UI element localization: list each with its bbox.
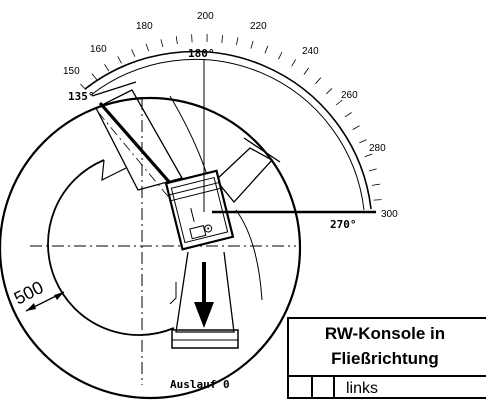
branch-upper-right-housing [215,147,274,203]
scale-tick [352,125,360,130]
scale-tick [303,67,309,75]
legend-header-box [287,317,486,377]
legend-title-line2: Fließrichtung [331,349,439,368]
scale-tick [371,183,380,186]
scale-tick [344,112,352,118]
branch-bottom-flange [171,329,239,349]
scale-label-200: 200 [197,11,214,22]
scale-tick [221,34,223,43]
dimension-500-arrow-inner [54,292,64,300]
inner-opening-edge [101,159,127,182]
scale-tick [291,59,297,67]
scale-arc-outer [84,50,372,210]
scale-label-240: 240 [302,46,319,57]
scale-tick [236,37,239,46]
casing-curve-2 [235,209,263,301]
branch-bottom-housing [175,251,235,333]
casing-detail [169,282,177,305]
scale-tick [91,73,98,81]
scale-tick [131,49,136,57]
angle-label-270: 270° [330,218,357,231]
scale-arc-inner [90,58,365,211]
legend-row [287,375,486,399]
scale-label-260: 260 [341,90,358,101]
scale-label-180: 180 [136,21,153,32]
scale-tick [278,51,283,60]
flow-arrow-head [194,302,214,328]
diagonal-center-line [97,111,177,207]
scale-tick [117,56,122,64]
legend-title-line1: RW-Konsole in [325,324,445,343]
scale-tick [315,77,322,84]
branch-135-flange [91,81,137,97]
scale-label-220: 220 [250,21,267,32]
scale-label-280: 280 [369,143,386,154]
dimension-500-arrow-outer [26,303,36,311]
scale-tick [264,45,269,54]
scale-tick [80,83,87,90]
casing-curve-1 [169,95,209,179]
scale-tick [335,99,343,106]
angle-label-135: 135° [68,90,95,103]
scale-tick-marks [80,33,382,201]
scale-tick [104,64,110,72]
scale-tick [191,34,193,43]
branch-upper-right-flange [243,137,281,163]
scale-tick [175,36,178,45]
outlet-label: Auslauf 0 [170,378,230,391]
console-unit [164,169,235,251]
scale-label-150: 150 [63,66,80,77]
legend-row-label: links [346,380,378,397]
scale-tick [373,199,382,201]
inner-opening-arc [47,159,175,336]
scale-tick [368,168,377,172]
scale-tick [160,39,164,48]
legend-table: RW-Konsole in Fließrichtung links [287,317,486,399]
scale-tick [359,139,367,144]
branch-135-housing [95,89,183,191]
scale-tick [326,88,333,95]
outer-casing-circle [0,96,302,400]
scale-tick [364,153,373,158]
angle-label-180: 180° [188,47,215,60]
scale-label-160: 160 [90,44,107,55]
scale-label-300: 300 [381,209,398,220]
scale-tick [250,40,254,49]
scale-tick [145,43,150,52]
